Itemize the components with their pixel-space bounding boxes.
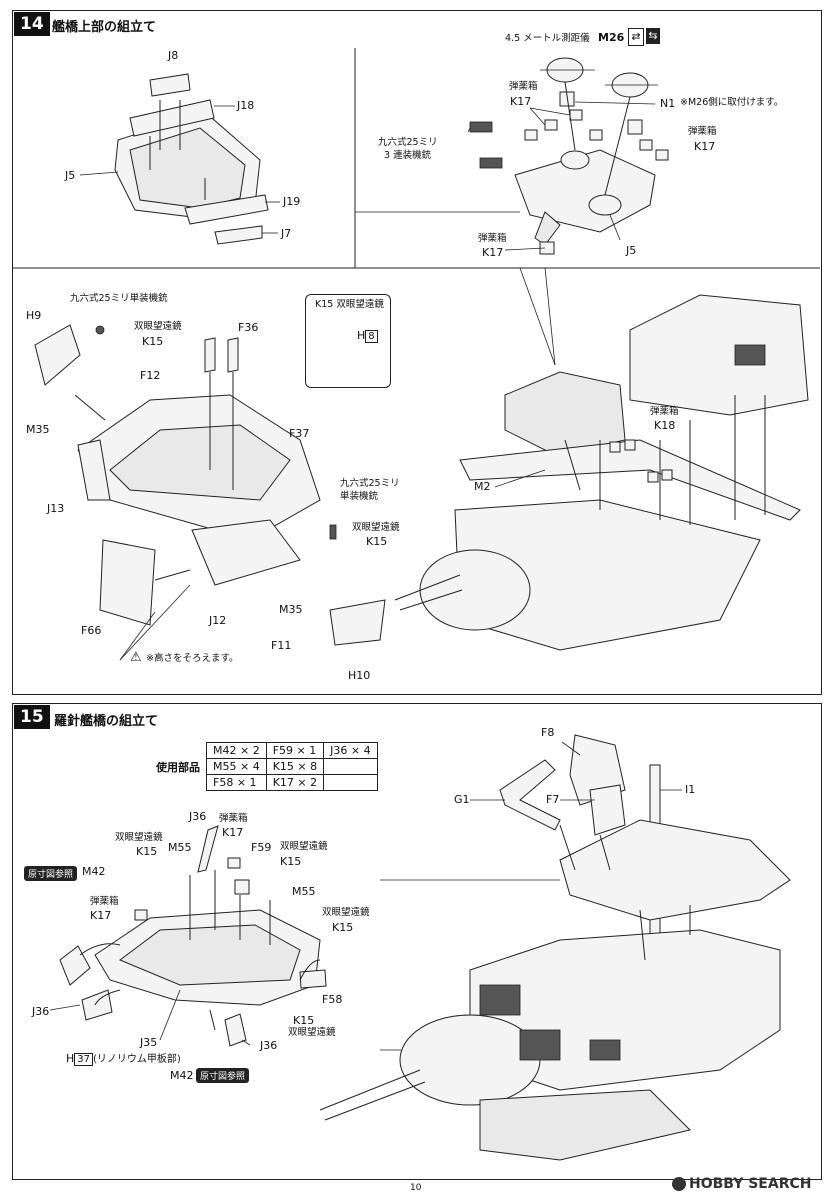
label-f8: F8 bbox=[541, 726, 555, 739]
parts-cell: F58 × 1 bbox=[206, 774, 267, 791]
label-n1-note: ※M26側に取付けます。 bbox=[680, 97, 784, 108]
label-j12: J12 bbox=[209, 614, 227, 627]
label-k17-b: K17 bbox=[482, 246, 504, 259]
label-f7: F7 bbox=[546, 793, 560, 806]
label-binoc-15-4: 双眼望遠鏡 bbox=[288, 1027, 336, 1038]
label-j36-a: J36 bbox=[189, 810, 207, 823]
label-m2: M2 bbox=[474, 480, 491, 493]
label-binoc-15-3: 双眼望遠鏡 bbox=[322, 907, 370, 918]
compass-bridge-drawing bbox=[319, 734, 791, 1161]
watermark-logo-icon bbox=[672, 1177, 686, 1191]
label-n1: N1 bbox=[660, 97, 676, 110]
main-bridge-drawing bbox=[394, 294, 809, 651]
label-mg-triple-1: 九六式25ミリ bbox=[378, 137, 438, 148]
label-ammo-1: 弾薬箱 bbox=[509, 81, 538, 92]
label-m26: M26 bbox=[598, 31, 625, 44]
label-j8: J8 bbox=[168, 49, 179, 62]
label-m55-a: M55 bbox=[168, 841, 192, 854]
label-k15-a: K15 bbox=[142, 335, 164, 348]
label-f36: F36 bbox=[238, 321, 259, 334]
label-f59: F59 bbox=[251, 841, 272, 854]
label-j36-c: J36 bbox=[260, 1039, 278, 1052]
label-mg-single-1: 九六式25ミリ単装機銃 bbox=[70, 293, 168, 304]
parts-cell: F59 × 1 bbox=[265, 742, 325, 759]
label-binoc-15-2: 双眼望遠鏡 bbox=[280, 841, 328, 852]
label-binoc-1: 双眼望遠鏡 bbox=[134, 321, 182, 332]
label-j5-right: J5 bbox=[626, 244, 637, 257]
label-j18: J18 bbox=[237, 99, 255, 112]
k15-box-title: K15 双眼望遠鏡 bbox=[315, 299, 384, 310]
label-ammo-15-2: 弾薬箱 bbox=[90, 896, 119, 907]
label-f12: F12 bbox=[140, 369, 161, 382]
label-j36-b: J36 bbox=[32, 1005, 50, 1018]
label-k15-15-a: K15 bbox=[136, 845, 158, 858]
label-ammo-3: 弾薬箱 bbox=[688, 126, 717, 137]
j35-deck-drawing bbox=[59, 825, 327, 1047]
ref-badge-1: 原寸図参照 bbox=[24, 866, 78, 881]
label-i1: I1 bbox=[685, 783, 696, 796]
label-f58: F58 bbox=[322, 993, 343, 1006]
label-m42-a: M42 bbox=[82, 865, 106, 878]
parts-used-label: 使用部品 bbox=[156, 760, 200, 774]
label-k15-15-b: K15 bbox=[280, 855, 302, 868]
label-h9: H9 bbox=[26, 309, 42, 322]
parts-cell: M55 × 4 bbox=[206, 758, 267, 775]
label-j19: J19 bbox=[283, 195, 301, 208]
k15-inset-box bbox=[305, 294, 391, 388]
page-number: 10 bbox=[410, 1183, 422, 1193]
platform-j5-drawing bbox=[469, 57, 669, 255]
label-k18: K18 bbox=[654, 419, 676, 432]
step15-number: 15 bbox=[14, 705, 50, 729]
label-ammo-k18: 弾薬箱 bbox=[650, 406, 679, 417]
label-f66: F66 bbox=[81, 624, 102, 637]
parts-cell bbox=[323, 774, 378, 791]
label-m35-b: M35 bbox=[279, 603, 303, 616]
label-ammo-15-1: 弾薬箱 bbox=[219, 813, 248, 824]
label-mg-single-2b: 単装機銃 bbox=[340, 491, 379, 502]
label-h10: H10 bbox=[348, 669, 371, 682]
warning-icon: ⚠ bbox=[130, 650, 142, 665]
step14-title: 艦橋上部の組立て bbox=[52, 20, 157, 35]
label-k17-15-a: K17 bbox=[222, 826, 244, 839]
label-binoc-15-1: 双眼望遠鏡 bbox=[115, 832, 163, 843]
label-k17-c: K17 bbox=[694, 140, 716, 153]
label-k17-15-b: K17 bbox=[90, 909, 112, 922]
label-k15-b: K15 bbox=[366, 535, 388, 548]
lower-bridge-drawing bbox=[34, 324, 386, 646]
label-j13: J13 bbox=[47, 502, 65, 515]
label-k17-a: K17 bbox=[510, 95, 532, 108]
label-j5: J5 bbox=[65, 169, 76, 182]
label-g1: G1 bbox=[454, 793, 470, 806]
watermark: HOBBY SEARCH bbox=[672, 1176, 811, 1192]
label-m35-a: M35 bbox=[26, 423, 50, 436]
label-rangefinder: 4.5 メートル測距儀 bbox=[505, 33, 590, 44]
label-mg-triple-2: 3 連装機銃 bbox=[384, 150, 432, 161]
j5-part-drawing bbox=[114, 73, 269, 245]
ref-badge-2: 原寸図参照 bbox=[196, 1068, 250, 1083]
label-f37: F37 bbox=[289, 427, 310, 440]
label-binoc-2: 双眼望遠鏡 bbox=[352, 522, 400, 533]
parts-used-table: 使用部品 M42 × 2 F59 × 1 J36 × 4 M55 × 4 K15… bbox=[150, 742, 378, 791]
rotate-icon: ⇆ bbox=[646, 28, 660, 44]
label-j7: J7 bbox=[281, 227, 292, 240]
parts-cell: K17 × 2 bbox=[265, 774, 325, 791]
label-f11: F11 bbox=[271, 639, 292, 652]
step15-title: 羅針艦橋の組立て bbox=[54, 714, 159, 729]
label-j35: J35 bbox=[140, 1036, 158, 1049]
label-m42-b: M42 bbox=[170, 1069, 194, 1082]
label-m55-b: M55 bbox=[292, 885, 316, 898]
label-k15-15-c: K15 bbox=[332, 921, 354, 934]
swap-icon: ⇄ bbox=[628, 28, 644, 46]
label-ammo-2: 弾薬箱 bbox=[478, 233, 507, 244]
label-k15-15-d: K15 bbox=[293, 1014, 315, 1027]
step14-number: 14 bbox=[14, 12, 50, 36]
label-warning: ※高さをそろえます。 bbox=[146, 653, 239, 664]
label-mg-single-2a: 九六式25ミリ bbox=[340, 478, 400, 489]
